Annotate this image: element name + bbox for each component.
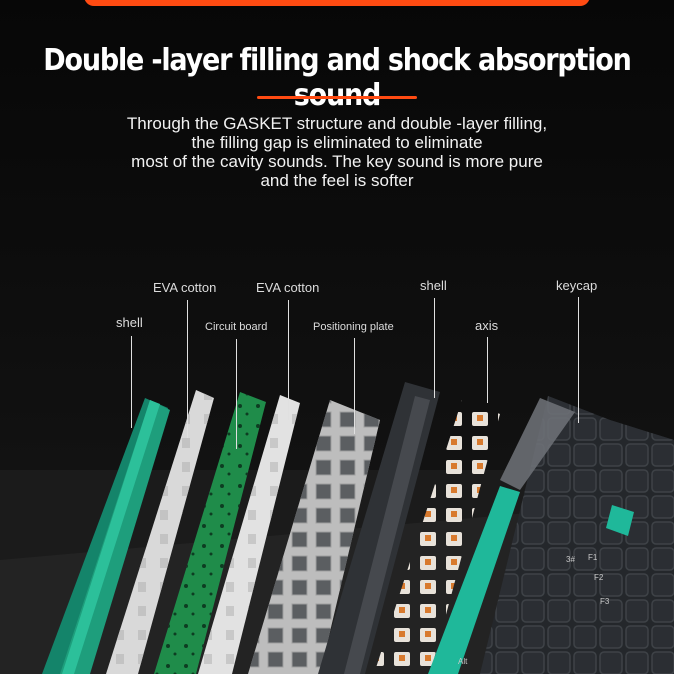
leader-line xyxy=(236,339,237,449)
label-eva-cotton-2: EVA cotton xyxy=(256,280,320,295)
description-line: most of the cavity sounds. The key sound… xyxy=(131,152,543,171)
keycap-legend: F2 xyxy=(594,573,604,582)
switches-layer xyxy=(374,400,500,674)
eva-cotton-layer-2 xyxy=(198,395,300,674)
leader-line xyxy=(187,300,188,438)
accent-bar xyxy=(428,486,520,674)
keycap-legend: F1 xyxy=(588,553,598,562)
label-eva-cotton-1: EVA cotton xyxy=(153,280,217,295)
description-line: and the feel is softer xyxy=(260,171,414,190)
label-keycap: keycap xyxy=(556,278,598,293)
label-positioning-plate: Positioning plate xyxy=(313,321,394,333)
green-keycap xyxy=(606,505,634,536)
leader-line xyxy=(578,297,579,423)
label-circuit-board: Circuit board xyxy=(205,321,268,333)
keycap-legend: F3 xyxy=(600,597,610,606)
top-accent-bar xyxy=(84,0,590,6)
keycap-legend: Alt xyxy=(458,657,468,666)
leader-line xyxy=(487,337,488,403)
positioning-plate-layer xyxy=(248,400,380,674)
leader-line xyxy=(288,300,289,420)
leader-line xyxy=(354,338,355,434)
keycaps-layer xyxy=(480,396,674,674)
leader-line xyxy=(434,298,435,398)
top-shell-frame xyxy=(318,382,440,674)
label-shell-left: shell xyxy=(116,315,143,330)
description-line: the filling gap is eliminated to elimina… xyxy=(191,133,483,152)
description: Through the GASKET structure and double … xyxy=(60,114,614,190)
description-line: Through the GASKET structure and double … xyxy=(126,114,548,133)
eva-cotton-layer-1 xyxy=(106,390,214,674)
label-shell-right: shell xyxy=(420,278,447,293)
bottom-shell-layer xyxy=(42,398,170,674)
page-title: Double -layer filling and shock absorpti… xyxy=(43,43,632,113)
leader-line xyxy=(131,336,132,428)
label-axis: axis xyxy=(475,318,499,333)
keycap-legend: 3# xyxy=(566,555,575,564)
circuit-board-layer xyxy=(154,392,266,674)
title-underline xyxy=(257,96,417,99)
